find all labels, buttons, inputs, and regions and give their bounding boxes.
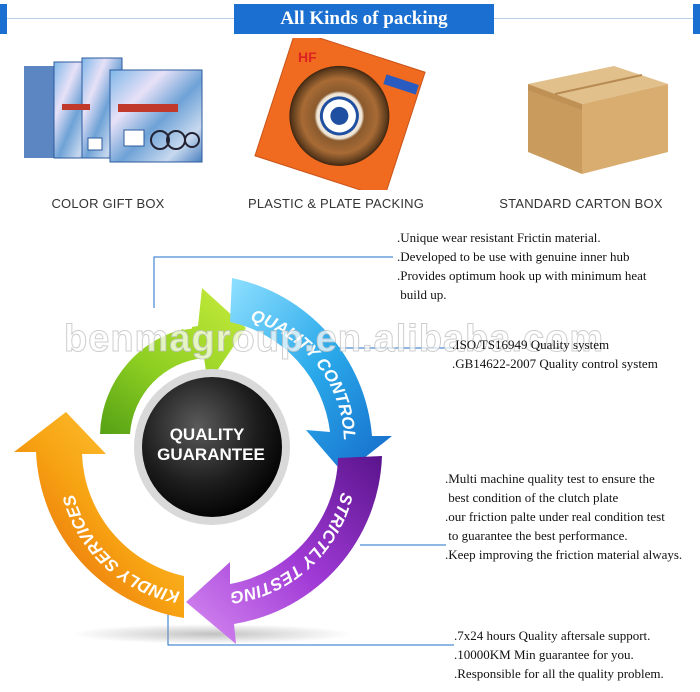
standard-carton-box-image bbox=[528, 66, 668, 174]
kindly-services-arrow bbox=[14, 412, 184, 618]
packing-brand-logo: HF bbox=[298, 49, 317, 65]
plastic-plate-packing-image: HF bbox=[254, 38, 426, 190]
description-services: .7x24 hours Quality aftersale support. .… bbox=[454, 628, 664, 681]
watermark: benmagroup.en.alibaba.com bbox=[63, 318, 605, 361]
header-edge-right bbox=[693, 4, 700, 34]
header-edge-left bbox=[0, 4, 7, 34]
quality-cycle-diagram: BEST MATERIAL QUALITY CONTROL STRICTLY T… bbox=[14, 256, 454, 646]
description-control: .ISO/TS16949 Quality system .GB14622-200… bbox=[452, 337, 658, 371]
description-testing: .Multi machine quality test to ensure th… bbox=[445, 471, 683, 562]
packing-label-plastic-plate: PLASTIC & PLATE PACKING bbox=[247, 196, 425, 211]
color-gift-box-image bbox=[24, 57, 203, 163]
best-material-arrow bbox=[40, 288, 246, 434]
quality-control-arrow bbox=[230, 278, 392, 474]
packing-label-color-gift-box: COLOR GIFT BOX bbox=[51, 196, 165, 211]
diagram-shadow bbox=[72, 624, 352, 644]
description-material: .Unique wear resistant Frictin material.… bbox=[397, 230, 647, 302]
center-circle bbox=[142, 377, 282, 517]
strictly-testing-arrow bbox=[186, 456, 382, 644]
packing-label-carton-box: STANDARD CARTON BOX bbox=[499, 196, 663, 211]
page-title: All Kinds of packing bbox=[234, 4, 494, 34]
center-title-line1: QUALITY bbox=[170, 425, 245, 444]
center-title-line2: GUARANTEE bbox=[157, 445, 265, 464]
connector-line-material bbox=[153, 256, 393, 308]
